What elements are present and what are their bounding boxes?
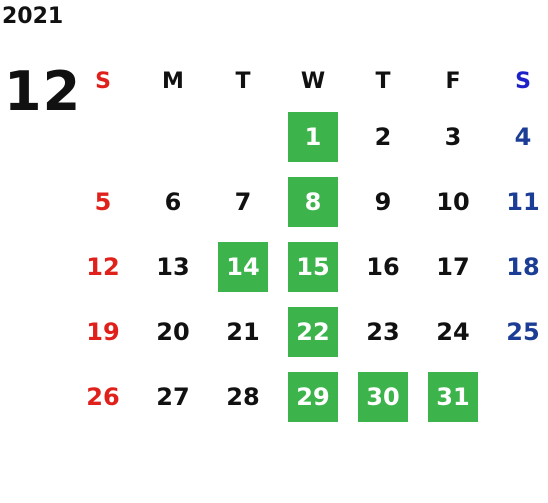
day-cell[interactable]: 5 [68, 169, 138, 234]
day-number: 25 [506, 317, 540, 346]
day-number: 7 [234, 187, 252, 216]
highlighted-day-number: 1 [288, 111, 338, 162]
highlighted-day-number: 14 [218, 241, 268, 292]
day-number: 17 [436, 252, 470, 281]
day-cell[interactable]: 6 [138, 169, 208, 234]
day-cell[interactable]: 23 [348, 299, 418, 364]
empty-day-cell [68, 104, 138, 169]
day-cell[interactable]: 25 [488, 299, 548, 364]
day-number: 6 [164, 187, 182, 216]
day-cell[interactable]: 9 [348, 169, 418, 234]
day-cell[interactable]: 3 [418, 104, 488, 169]
day-cell[interactable]: 18 [488, 234, 548, 299]
day-cell[interactable]: 7 [208, 169, 278, 234]
day-number: 20 [156, 317, 190, 346]
weekday-header: F [445, 68, 461, 94]
day-cell[interactable]: 4 [488, 104, 548, 169]
day-number: 28 [226, 382, 260, 411]
day-cell[interactable]: 8 [278, 169, 348, 234]
day-number: 4 [514, 122, 532, 151]
day-cell[interactable]: 12 [68, 234, 138, 299]
day-number: 26 [86, 382, 120, 411]
day-number: 9 [374, 187, 392, 216]
day-number: 27 [156, 382, 190, 411]
day-number: 19 [86, 317, 120, 346]
day-cell[interactable]: 24 [418, 299, 488, 364]
day-number: 13 [156, 252, 190, 281]
weekday-header: S [95, 68, 111, 94]
day-cell[interactable]: 31 [418, 364, 488, 429]
day-cell[interactable]: 11 [488, 169, 548, 234]
highlighted-day-number: 29 [288, 371, 338, 422]
highlighted-day-number: 31 [428, 371, 478, 422]
day-cell[interactable]: 10 [418, 169, 488, 234]
empty-day-cell [138, 104, 208, 169]
day-cell[interactable]: 1 [278, 104, 348, 169]
day-cell[interactable]: 29 [278, 364, 348, 429]
day-cell[interactable]: 19 [68, 299, 138, 364]
day-cell[interactable]: 27 [138, 364, 208, 429]
day-number: 24 [436, 317, 470, 346]
year-label: 2021 [2, 4, 64, 29]
weekday-header: T [235, 68, 251, 94]
day-number: 23 [366, 317, 400, 346]
highlighted-day-number: 15 [288, 241, 338, 292]
day-cell[interactable]: 30 [348, 364, 418, 429]
weekday-header: M [162, 68, 184, 94]
day-cell[interactable]: 14 [208, 234, 278, 299]
day-number: 10 [436, 187, 470, 216]
highlighted-day-number: 22 [288, 306, 338, 357]
day-cell[interactable]: 17 [418, 234, 488, 299]
day-cell[interactable]: 15 [278, 234, 348, 299]
day-number: 3 [444, 122, 462, 151]
weekday-header: T [375, 68, 391, 94]
day-cell[interactable]: 2 [348, 104, 418, 169]
day-cell[interactable]: 21 [208, 299, 278, 364]
day-cell[interactable]: 26 [68, 364, 138, 429]
empty-day-cell [208, 104, 278, 169]
day-cell[interactable]: 13 [138, 234, 208, 299]
month-label: 12 [4, 60, 82, 123]
highlighted-day-number: 8 [288, 176, 338, 227]
highlighted-day-number: 30 [358, 371, 408, 422]
weekday-header: S [515, 68, 531, 94]
day-number: 18 [506, 252, 540, 281]
day-number: 2 [374, 122, 392, 151]
day-number: 16 [366, 252, 400, 281]
day-cell[interactable]: 28 [208, 364, 278, 429]
day-number: 11 [506, 187, 540, 216]
day-cell[interactable]: 16 [348, 234, 418, 299]
day-number: 5 [94, 187, 112, 216]
day-number: 21 [226, 317, 260, 346]
day-cell[interactable]: 22 [278, 299, 348, 364]
day-number: 12 [86, 252, 120, 281]
weekday-header: W [300, 68, 326, 94]
day-cell[interactable]: 20 [138, 299, 208, 364]
